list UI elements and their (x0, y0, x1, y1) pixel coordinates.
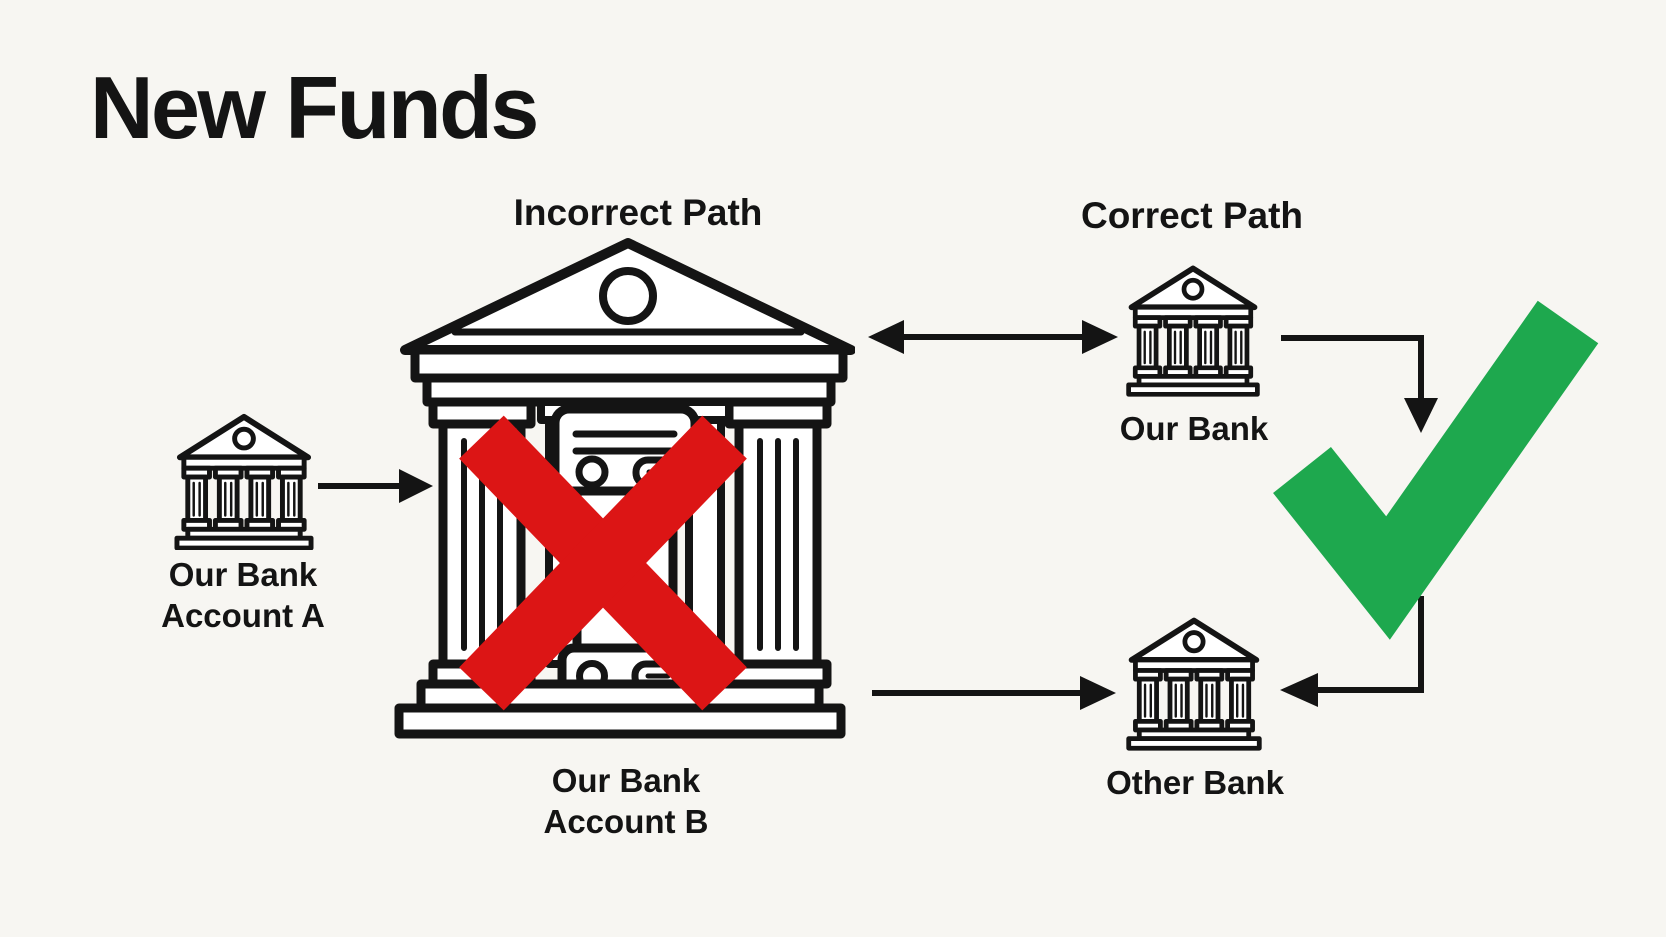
account-a-label: Our Bank Account A (108, 554, 378, 636)
account-b-label: Our Bank Account B (476, 760, 776, 842)
node-account-a (170, 410, 318, 550)
our-bank-label: Our Bank (1119, 410, 1269, 447)
page-title: New Funds (90, 58, 539, 157)
arrow-account-b-to-other-bank (872, 676, 1116, 710)
arrow-check-to-other-bank (1280, 596, 1424, 707)
account-b-label-line1: Our Bank (551, 762, 701, 799)
incorrect-path-heading: Incorrect Path (513, 192, 763, 233)
account-b-label-line2: Account B (543, 803, 709, 840)
bank-icon (1122, 261, 1264, 397)
bank-icon (1122, 613, 1266, 751)
account-a-label-line1: Our Bank (168, 556, 318, 593)
node-our-bank (1122, 261, 1264, 397)
bank-icon (170, 410, 318, 550)
large-bank-icon (394, 238, 855, 739)
red-x-icon (459, 415, 747, 711)
other-bank-label: Other Bank (1106, 764, 1284, 801)
account-a-label-line2: Account A (161, 597, 325, 634)
node-other-bank (1122, 613, 1266, 751)
arrow-account-b-our-bank-two-way (868, 320, 1118, 354)
green-check-icon (1273, 300, 1599, 640)
correct-path-heading: Correct Path (1080, 195, 1304, 236)
